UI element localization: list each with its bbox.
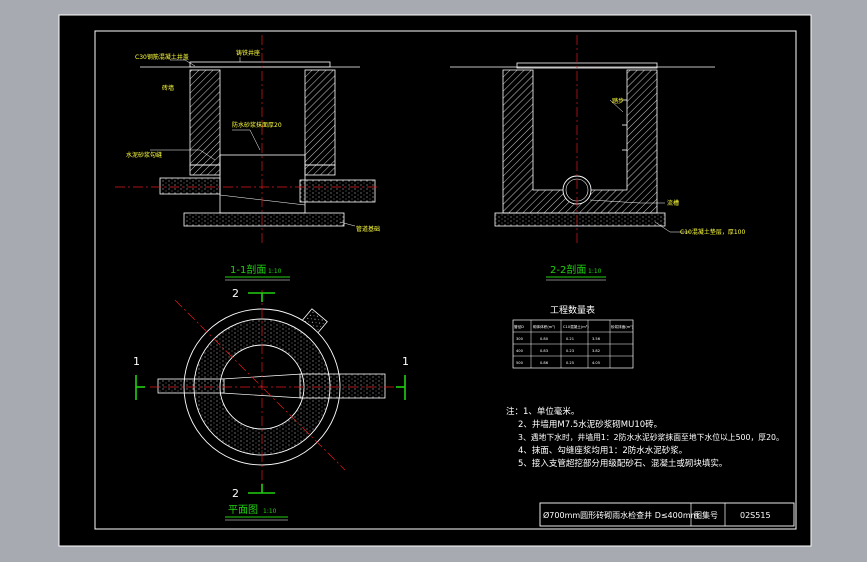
title-block	[539, 502, 795, 527]
manhole-cover	[189, 61, 331, 68]
table-header-concrete: C10混凝土(m³)	[563, 324, 589, 329]
note-line-4: 4、抹面、勾缝座浆均用1：2防水水泥砂浆。	[518, 445, 687, 456]
plan-inlet-pipe	[157, 378, 225, 394]
paper-outer-border	[58, 14, 812, 547]
label-pipe-bed: 管道基础	[356, 225, 380, 233]
plan-scale: 1:10	[263, 508, 277, 515]
table-cell: 3.82	[592, 349, 600, 353]
section-2-2-title: 2-2剖面	[550, 263, 586, 276]
inlet-pipe	[159, 177, 221, 195]
table-cell: 0.83	[540, 349, 548, 353]
section-2-2-drawing	[450, 35, 715, 245]
title-block-name: Ø700mm圆形砖砌雨水检查井 D≤400mm	[543, 510, 699, 520]
table-header-masonry: 砌体体积(m³)	[533, 324, 556, 329]
note-line-2: 2、井墙用M7.5水泥砂浆砌MU10砖。	[518, 419, 662, 430]
outlet-pipe	[299, 179, 376, 203]
left-brick-wall	[189, 69, 221, 166]
label-step: 踏步	[612, 97, 624, 105]
base-slab-2	[494, 212, 666, 227]
right-brick-wall	[304, 69, 336, 166]
table-cell: 0.25	[566, 361, 574, 365]
base-slab-1	[183, 212, 345, 227]
table-cell: 0.80	[540, 337, 549, 341]
plan-title: 平面图	[228, 504, 258, 516]
paper-inner-border	[94, 30, 797, 530]
title-block-set-number: 02S515	[740, 511, 771, 520]
label-frame: 铸铁井座	[236, 49, 260, 57]
quantity-table	[512, 319, 634, 369]
table-cell: 0.23	[566, 349, 574, 353]
label-mortar: 水泥砂浆勾缝	[126, 151, 162, 159]
section-1-1-scale: 1:10	[268, 268, 282, 275]
note-line-5: 5、接入支管超挖部分用级配砂石、混凝土或砌块填实。	[518, 458, 727, 469]
cut-mark-1-left: 1	[133, 355, 140, 368]
cut-mark-1-right: 1	[402, 355, 409, 368]
label-base: C10混凝土垫层，厚100	[680, 228, 745, 236]
table-cell: 4.05	[592, 361, 600, 365]
table-header-plaster: 砂浆抹面(m²)	[611, 324, 634, 329]
plan-outlet-pipe	[299, 373, 386, 399]
table-cell: 500	[516, 361, 524, 365]
section-1-1-drawing	[115, 35, 380, 245]
cut-mark-2-bottom: 2	[232, 487, 239, 500]
table-header-dia: 管径D	[514, 324, 524, 329]
label-wall: 砖墙	[162, 84, 174, 92]
cut-mark-2-top: 2	[232, 287, 239, 300]
note-line-1: 注：1、单位毫米。	[506, 406, 579, 417]
table-cell: 0.86	[540, 361, 549, 365]
label-plaster: 防水砂浆抹面厚20	[232, 121, 282, 129]
section-1-1-title: 1-1剖面	[230, 263, 266, 276]
quantity-table-title: 工程数量表	[550, 304, 595, 316]
table-cell: 3.56	[592, 337, 601, 341]
label-cover: C30钢筋混凝土井盖	[135, 53, 189, 61]
table-cell: 300	[516, 337, 524, 341]
plan-view-drawing	[135, 290, 406, 494]
section-2-2-scale: 1:10	[588, 268, 602, 275]
table-cell: 400	[516, 349, 524, 353]
label-bench: 流槽	[667, 199, 679, 207]
note-line-3: 3、遇地下水时，井墙用1：2防水水泥砂浆抹面至地下水位以上500，厚20。	[518, 432, 784, 442]
table-cell: 0.21	[566, 337, 574, 341]
title-block-set-label: 图集号	[694, 510, 718, 520]
